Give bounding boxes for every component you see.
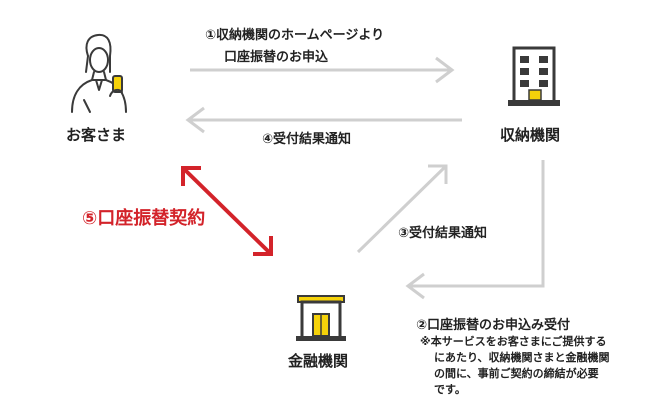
person-with-phone-icon xyxy=(71,33,127,113)
bank-label: 金融機関 xyxy=(288,352,349,370)
note-line-4: です。 xyxy=(434,383,466,396)
collector-label: 収納機関 xyxy=(500,126,561,144)
bank-building-icon xyxy=(296,295,346,341)
arrow-step3 xyxy=(356,164,448,254)
note-line-3: の間に、事前ご契約の締結が必要 xyxy=(434,367,599,380)
arrow-step1 xyxy=(190,56,455,84)
arrow-step2 xyxy=(405,160,545,300)
step2-label: ②口座振替のお申込み受付 xyxy=(416,318,571,333)
step3-label: ③受付結果通知 xyxy=(398,226,488,241)
customer-label: お客さま xyxy=(66,126,127,144)
note-line-2: にあたり、収納機関さまと金融機関 xyxy=(434,351,610,364)
step4-label: ④受付結果通知 xyxy=(262,132,352,147)
note-line-1: ※本サービスをお客さまにご提供する xyxy=(420,335,607,348)
arrow-step4 xyxy=(185,106,462,134)
step5-contract-label: ⑤口座振替契約 xyxy=(82,208,206,229)
contract-note: ※本サービスをお客さまにご提供する にあたり、収納機関さまと金融機関 の間に、事… xyxy=(420,334,610,398)
arrow-step5-contract xyxy=(181,166,273,256)
step1-label-line1: ①収納機関のホームページより xyxy=(205,28,385,43)
step1-label-line2: 口座振替のお申込 xyxy=(224,50,329,65)
office-building-icon xyxy=(508,46,560,106)
